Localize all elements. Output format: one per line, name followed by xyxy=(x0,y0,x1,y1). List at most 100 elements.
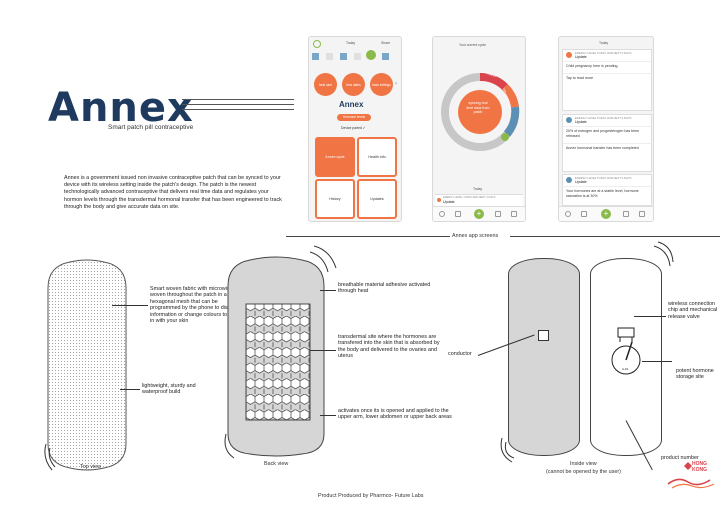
history-tile[interactable]: History xyxy=(315,179,355,219)
document-icon[interactable] xyxy=(495,211,501,217)
conductor-label: conductor xyxy=(448,351,472,357)
app-name: Annex xyxy=(339,100,364,109)
motion-lines-icon xyxy=(44,443,53,471)
notification-dot-icon xyxy=(566,117,572,123)
calendar-day[interactable] xyxy=(382,53,389,60)
menu-icon[interactable] xyxy=(639,211,645,217)
leader-line xyxy=(642,361,672,362)
hong-kong-logo-icon xyxy=(667,462,715,489)
back-view-caption: Back view xyxy=(264,461,289,467)
cycle-center-disc xyxy=(458,90,502,134)
card-title: Update xyxy=(575,55,587,59)
calendar-day[interactable] xyxy=(354,53,361,60)
activates-label: activates once its is opened and applied… xyxy=(338,408,452,421)
update-card[interactable]: ENERGY LEVEL TODAY AND NEXT 3 DAYS Updat… xyxy=(562,174,652,206)
conductor-square xyxy=(538,330,549,341)
motion-lines-icon xyxy=(500,437,515,463)
share-link[interactable]: Share xyxy=(381,41,391,45)
calendar-day[interactable] xyxy=(312,53,319,60)
card-head: ENERGY LEVEL TODAY AND NEXT 3 DAYS xyxy=(575,176,632,180)
cycle-ring-blue-segment xyxy=(503,106,520,137)
back-settings-button[interactable]: back settings xyxy=(370,73,393,96)
logo-divider-line xyxy=(182,99,294,100)
home-icon[interactable] xyxy=(439,211,445,217)
leader-line xyxy=(310,350,336,351)
document-icon[interactable] xyxy=(623,211,629,217)
card-body: Child pregnancy form is pending xyxy=(563,61,651,71)
motion-lines-icon xyxy=(309,251,329,273)
annex-cycle-tile[interactable]: Annex cycle xyxy=(315,137,355,177)
add-icon[interactable]: + xyxy=(601,209,611,219)
hong-kong-logo-text: HONG KONG xyxy=(692,461,707,473)
screens-divider-right xyxy=(510,236,720,237)
chip-label: wireless connection chip and mechanical … xyxy=(668,301,718,320)
notification-dot-icon xyxy=(566,52,572,58)
phone-screen-home: Today Share heat care hew dates back set… xyxy=(308,36,402,222)
build-label: lightweight, sturdy and waterproof build xyxy=(142,383,196,396)
card-body: Annex hormonal transfer has been complet… xyxy=(563,143,651,153)
calendar-icon[interactable] xyxy=(455,211,461,217)
update-card[interactable]: ENERGY LEVEL TODAY AND NEXT 3 DAYS Updat… xyxy=(562,49,652,111)
phone-screen-updates: Today ENERGY LEVEL TODAY AND NEXT 3 DAYS… xyxy=(558,36,654,222)
annex-logo: Annex xyxy=(48,85,194,131)
updates-tile[interactable]: Updates xyxy=(357,179,397,219)
chevron-right-icon[interactable]: › xyxy=(395,81,397,87)
health-info-tile[interactable]: Health info xyxy=(357,137,397,177)
transdermal-hex-mesh xyxy=(245,303,311,421)
device-paired-status: Device paired ✓ xyxy=(341,126,366,130)
logo-divider-line xyxy=(182,104,294,105)
motion-lines-icon xyxy=(48,447,56,468)
card-title: Update xyxy=(575,120,587,124)
top-view-diagram xyxy=(44,259,127,471)
tagline: Smart patch pill contraceptive xyxy=(108,124,194,131)
card-body[interactable]: Tap to read more xyxy=(563,73,651,83)
screens-caption: Annex app screens xyxy=(452,233,499,239)
leader-line xyxy=(320,415,336,416)
motion-lines-icon xyxy=(224,433,235,459)
inside-view-subcaption: (cannot be opened by the user) xyxy=(546,469,621,475)
phone-screen-cycle: Your current cycle syncing real time dat… xyxy=(432,36,526,222)
cycle-ring xyxy=(441,73,520,151)
calendar-day-selected[interactable] xyxy=(366,50,376,60)
card-title: Update xyxy=(575,180,587,184)
inside-view-components: A-01 xyxy=(611,327,641,375)
fabric-label: Smart woven fabric with microwires woven… xyxy=(150,286,242,325)
bottom-nav: + xyxy=(559,206,653,221)
notification-dot-icon xyxy=(566,177,572,183)
heat-care-button[interactable]: heat care xyxy=(314,73,337,96)
logo-divider-line xyxy=(182,109,294,110)
menu-icon[interactable] xyxy=(511,211,517,217)
cycle-footer-today: Today xyxy=(473,187,483,191)
footer-credit: Product Produced by Pharmco- Future Labs xyxy=(318,493,424,499)
motion-lines-icon xyxy=(653,241,674,267)
adhesive-label: breathable material adhesive activated t… xyxy=(338,282,431,295)
cycle-center-text: syncing real time data from patch xyxy=(466,101,490,114)
product-number-label: product number xyxy=(661,455,699,461)
hormone-levels-pill[interactable]: Hormone levels xyxy=(337,114,371,121)
home-icon[interactable] xyxy=(565,211,571,217)
leader-line xyxy=(320,290,336,291)
top-view-caption: Top view xyxy=(80,464,101,470)
card-body: 20% of estrogen and progesterogen has be… xyxy=(563,126,651,141)
new-dates-button[interactable]: hew dates xyxy=(342,73,365,96)
card-head: ENERGY LEVEL TODAY AND NEXT 3 DAYS xyxy=(575,116,632,120)
leader-line xyxy=(634,316,666,317)
cycle-ring-orange-segment xyxy=(502,84,519,108)
update-card[interactable]: ENERGY LEVEL TODAY AND NEXT 3 DAYS Updat… xyxy=(562,114,652,172)
cycle-marker xyxy=(501,133,509,141)
cycle-ring-red-segment xyxy=(479,73,508,91)
calendar-day[interactable] xyxy=(326,53,333,60)
back-icon[interactable] xyxy=(313,40,321,48)
add-icon[interactable]: + xyxy=(474,209,484,219)
storage-label: potent hormone storage site xyxy=(676,368,714,381)
transdermal-label: transdermal site where the hormones are … xyxy=(338,334,440,360)
calendar-strip[interactable] xyxy=(312,50,398,60)
motion-lines-icon xyxy=(313,245,337,269)
calendar-day[interactable] xyxy=(340,53,347,60)
product-number-mark: A-01 xyxy=(622,367,629,371)
product-description: Annex is a government issued non invasiv… xyxy=(64,175,282,210)
bottom-nav: + xyxy=(433,206,525,221)
notification-dot-icon xyxy=(437,198,441,202)
calendar-icon[interactable] xyxy=(581,211,587,217)
update-card[interactable]: ENERGY LEVEL TODAY AND NEXT 3 DAYS Updat… xyxy=(435,194,523,207)
